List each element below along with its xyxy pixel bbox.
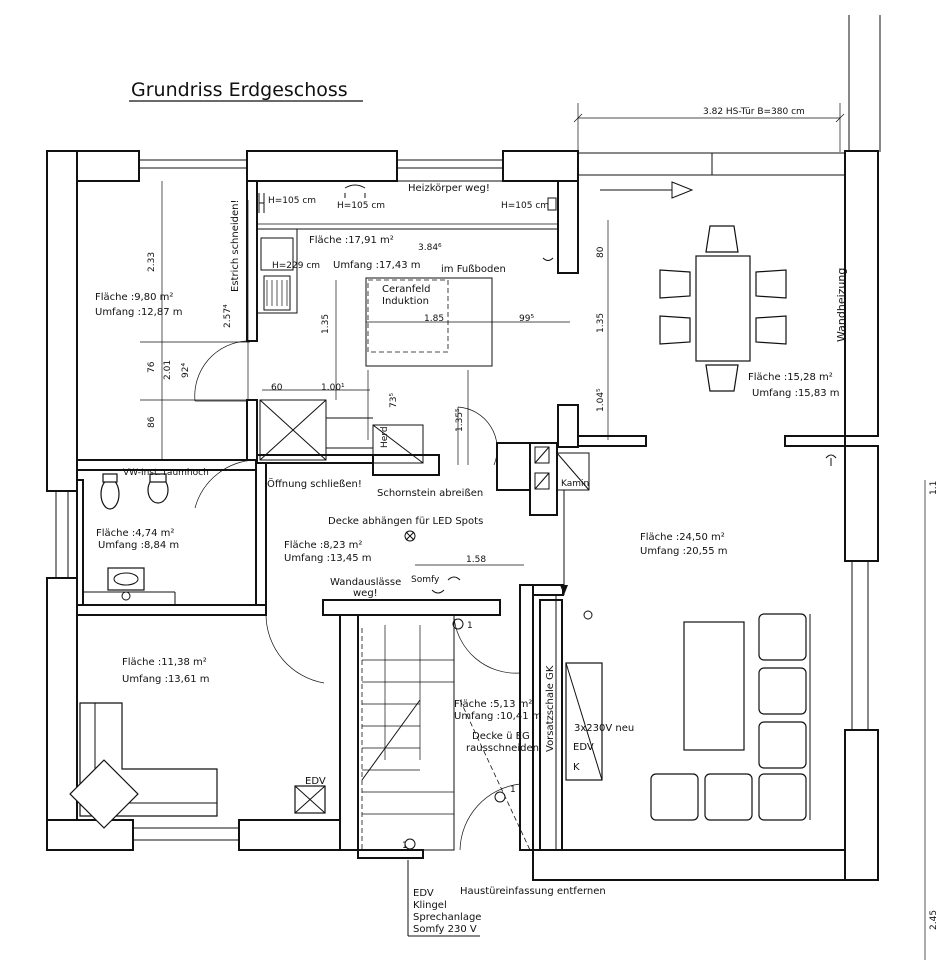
- dimension-label: 3.84⁶: [418, 243, 442, 253]
- room-perimeter: Umfang :17,43 m: [333, 260, 421, 271]
- kitchen-layout: [256, 180, 559, 464]
- dimension-label: 80: [596, 246, 606, 258]
- heater-height-label: H=105 cm: [501, 201, 549, 211]
- note-vorsatzschale: Vorsatzschale GK: [545, 665, 556, 752]
- dimension-label: 1.35: [596, 313, 606, 333]
- outlet-icons: [121, 454, 837, 850]
- note-somfy: Somfy: [411, 575, 440, 585]
- note-entry-edv: EDV: [413, 888, 434, 899]
- dimension-label: 92⁴: [181, 363, 191, 378]
- dimension-label: 86: [147, 416, 157, 428]
- switch-number: 1: [510, 785, 516, 795]
- room-area: Fläche :5,13 m²: [454, 699, 532, 710]
- dimension-label: 99⁵: [519, 314, 534, 324]
- note-schornstein: Schornstein abreißen: [377, 488, 483, 499]
- dimension-label: 60: [271, 383, 283, 393]
- room-area: Fläche :11,38 m²: [122, 657, 207, 668]
- dimension-label: 1.85: [424, 314, 444, 324]
- hs-door-label: 3.82 HS-Tür B=380 cm: [703, 107, 805, 117]
- note-entry-sprechanlage: Sprechanlage: [413, 912, 481, 923]
- living-furniture: [565, 613, 811, 821]
- note-oeffnung: Öffnung schließen!: [267, 477, 362, 490]
- dimension-lines: [140, 181, 926, 960]
- note-wandauslaesse: Wandauslässe: [330, 577, 401, 588]
- room-perimeter: Umfang :12,87 m: [95, 307, 183, 318]
- room-area: Fläche :4,74 m²: [96, 528, 174, 539]
- note-steckdose: 3x230V neu: [574, 723, 634, 734]
- note-edv: EDV: [573, 742, 594, 753]
- dimension-label: 1.1: [929, 481, 939, 495]
- heater-height-label: H=105 cm: [268, 196, 316, 206]
- wc-fixtures: [83, 473, 176, 605]
- note-vw-inst: VW-Inst. raumhoch: [123, 468, 209, 478]
- note-decke-led: Decke abhängen für LED Spots: [328, 516, 483, 527]
- note-entry-klingel: Klingel: [413, 900, 447, 911]
- note-estrich: Estrich schneiden!: [230, 199, 241, 292]
- dimension-label: 1.35⁵: [455, 408, 465, 432]
- exterior-walls: [46, 150, 879, 881]
- dimension-label: 2.01: [163, 360, 173, 380]
- room-perimeter: Umfang :10,41 m: [454, 711, 542, 722]
- note-rausschneiden: rausschneiden: [466, 743, 539, 754]
- room-perimeter: Umfang :13,61 m: [122, 674, 210, 685]
- heater-height-label: H=229 cm: [272, 261, 320, 271]
- dimension-label: 1.04⁵: [596, 388, 606, 412]
- heater-icons: [258, 184, 557, 261]
- staircase: [357, 614, 455, 851]
- dimension-label: 1.35: [321, 314, 331, 334]
- note-k: K: [573, 762, 580, 773]
- note-decke-eg: Decke ü EG: [472, 731, 530, 742]
- room-perimeter: Umfang :15,83 m: [752, 388, 840, 399]
- note-induktion: Induktion: [382, 296, 429, 307]
- interior-walls: [76, 180, 846, 851]
- room-area: Fläche :8,23 m²: [284, 540, 362, 551]
- room-perimeter: Umfang :8,84 m: [98, 540, 179, 551]
- room-area: Fläche :9,80 m²: [95, 292, 173, 303]
- heater-height-label: H=105 cm: [337, 201, 385, 211]
- note-heizkoerper: Heizkörper weg!: [408, 183, 490, 194]
- room-area: Fläche :24,50 m²: [640, 532, 725, 543]
- note-edv-room: EDV: [305, 776, 326, 787]
- dimension-label: 1.00¹: [321, 383, 345, 393]
- dimension-label: 2.57⁴: [223, 304, 233, 328]
- note-herd: Herd: [380, 426, 390, 448]
- switch-number: 1: [402, 841, 408, 851]
- dining-table: [659, 225, 787, 392]
- room-area: Fläche :15,28 m²: [748, 372, 833, 383]
- dimension-label: 76: [147, 361, 157, 373]
- dimension-label: 2.33: [147, 252, 157, 272]
- note-entry-somfy: Somfy 230 V: [413, 924, 477, 935]
- room-perimeter: Umfang :20,55 m: [640, 546, 728, 557]
- room-area: Fläche :17,91 m²: [309, 235, 394, 246]
- note-haustuer: Haustüreinfassung entfernen: [460, 886, 606, 897]
- dimension-label: 1.58: [466, 555, 486, 565]
- note-wandauslaesse-weg: weg!: [353, 588, 378, 599]
- switch-number: 1: [467, 621, 473, 631]
- plan-title: Grundriss Erdgeschoss: [131, 79, 348, 101]
- dimension-label: 73⁵: [389, 393, 399, 408]
- note-kamin: Kamin: [561, 479, 589, 489]
- room-perimeter: Umfang :13,45 m: [284, 553, 372, 564]
- note-wandheizung: Wandheizung: [835, 268, 848, 342]
- note-ceranfeld: Ceranfeld: [382, 284, 431, 295]
- dimension-hs-door: 3.82 HS-Tür B=380 cm: [573, 103, 845, 152]
- note-fussboden: im Fußboden: [441, 264, 506, 275]
- dimension-label: 2.45: [929, 910, 939, 930]
- sofa: [69, 702, 326, 829]
- direction-arrow-icon: [600, 181, 694, 199]
